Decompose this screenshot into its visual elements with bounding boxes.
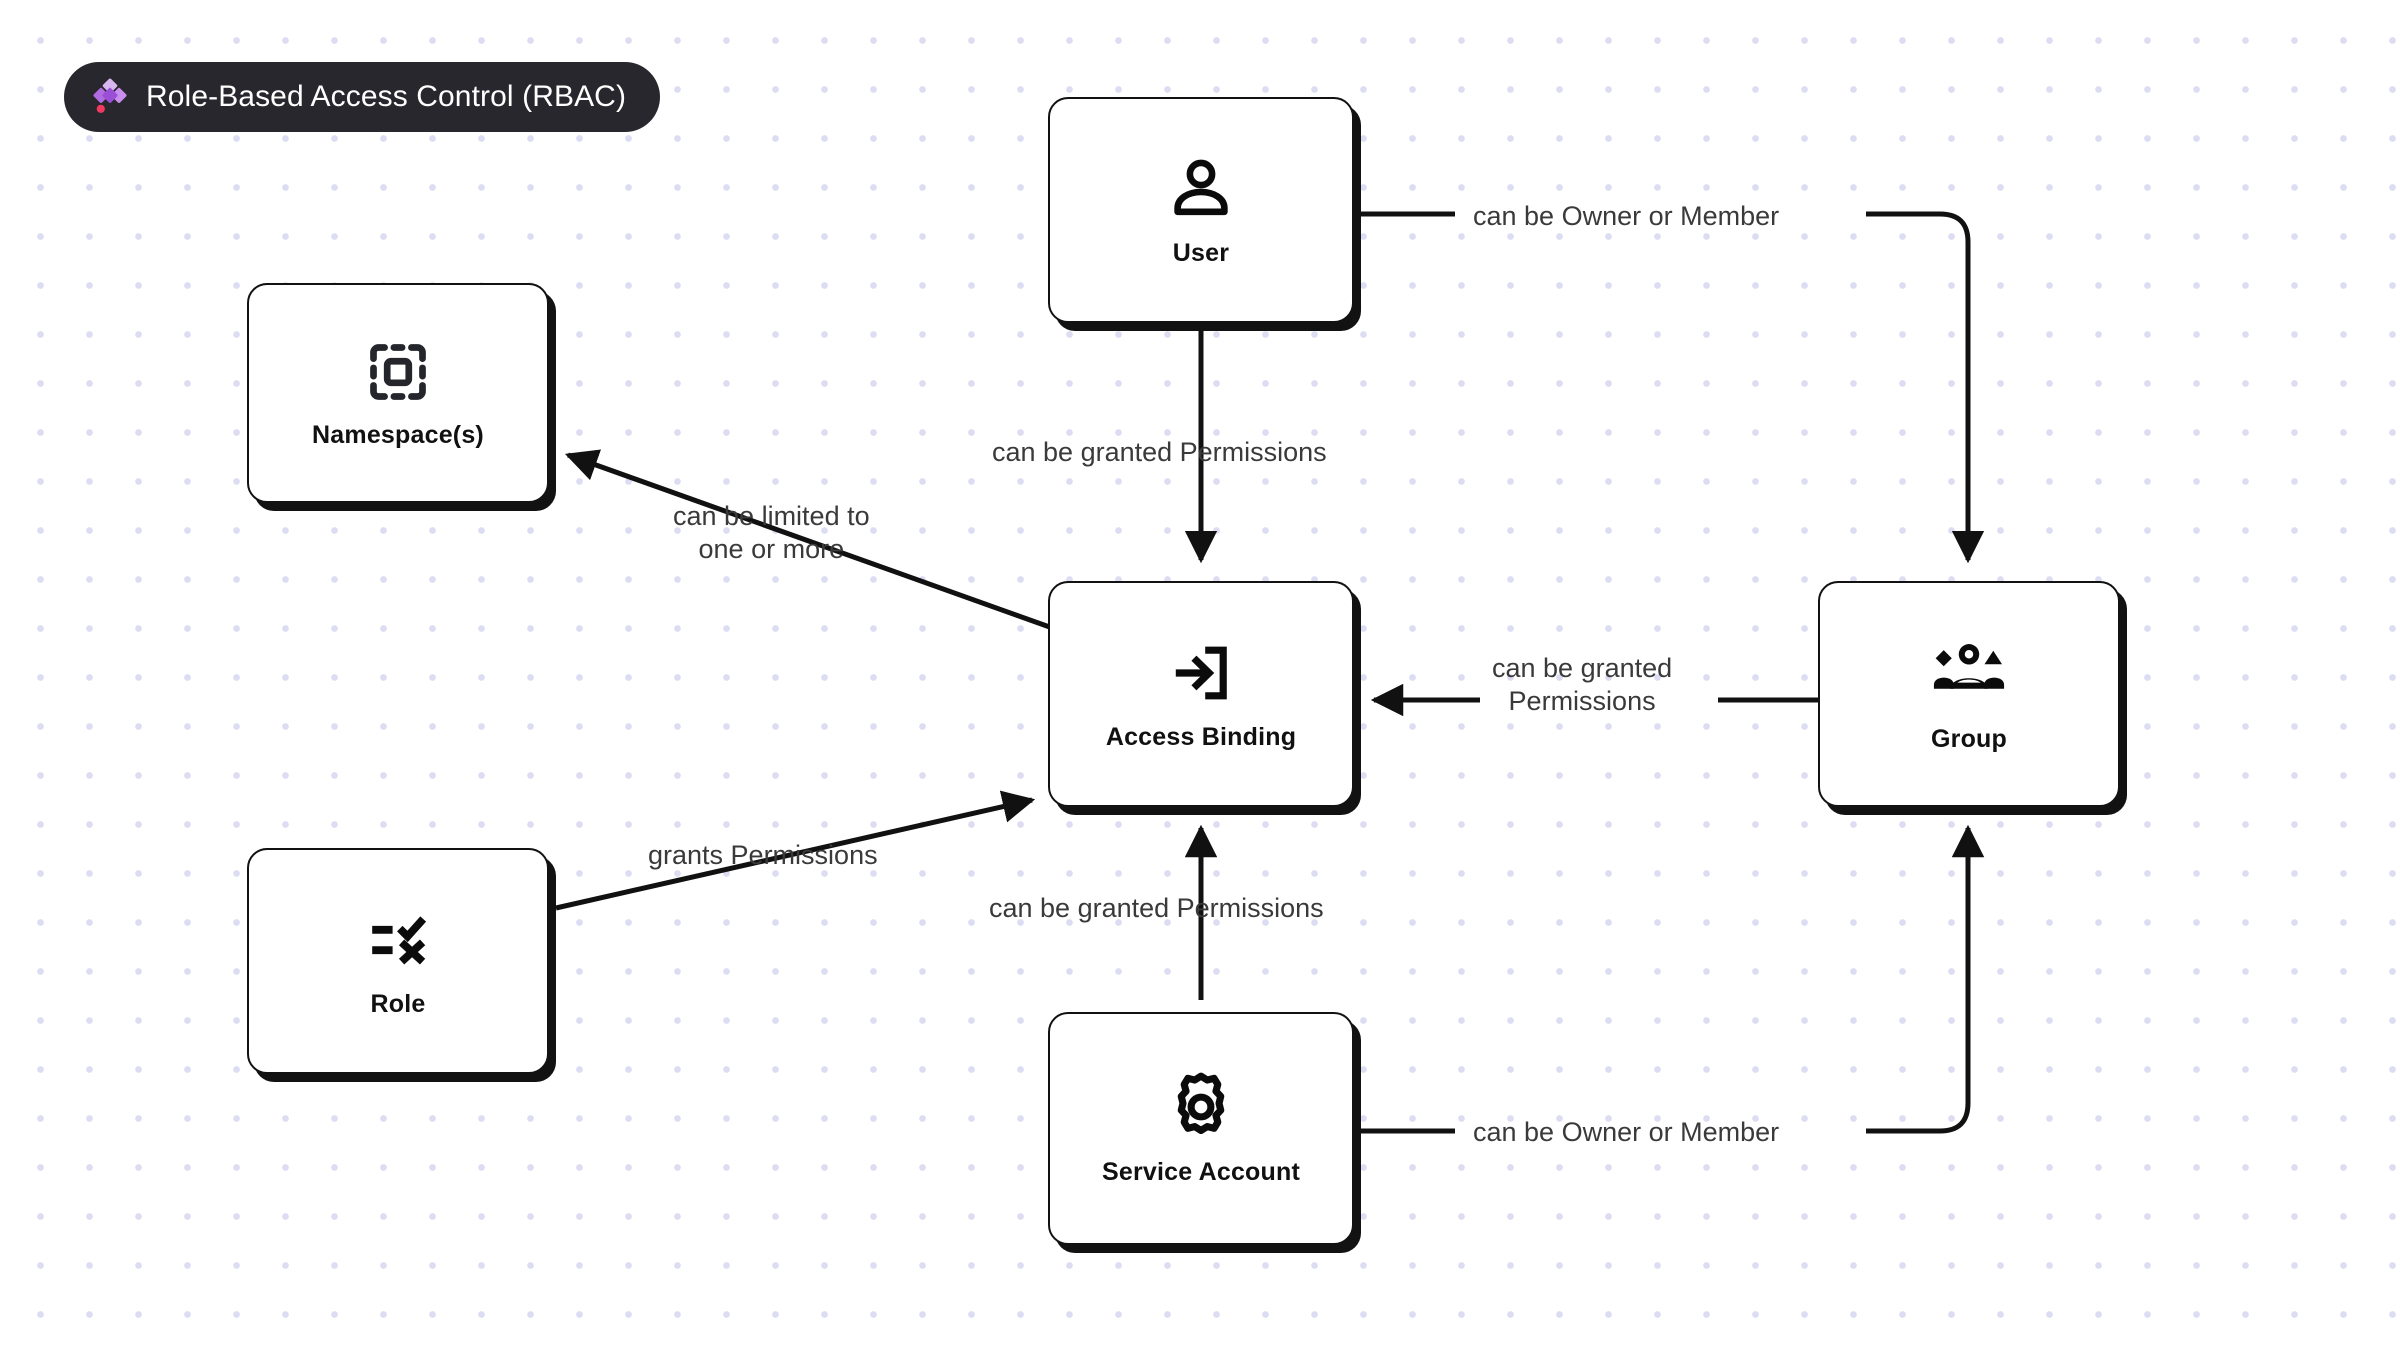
edge-label-line: can be granted Permissions [992,437,1327,467]
diamond-cluster-logo-icon [93,78,127,113]
list-check-x-icon [362,904,434,976]
node-access-binding[interactable]: Access Binding [1048,581,1354,807]
edge-label-group-access: can be granted Permissions [1492,652,1672,718]
node-user[interactable]: User [1048,97,1354,323]
node-group-label: Group [1931,724,2007,753]
person-icon [1165,153,1237,225]
edge-label-line: can be granted Permissions [989,893,1324,923]
gear-icon [1164,1070,1238,1144]
node-namespaces[interactable]: Namespace(s) [247,283,549,503]
edge-access-namespaces [564,449,1059,633]
title-badge: Role-Based Access Control (RBAC) [64,62,661,132]
edge-label-namespace-limit: can be limited to one or more [673,500,870,566]
edge-label-line: can be Owner or Member [1473,1117,1780,1147]
node-role-label: Role [370,989,426,1018]
namespace-scan-icon [363,337,433,407]
node-role[interactable]: Role [247,848,549,1074]
node-user-label: User [1172,238,1230,267]
edge-label-role-grants: grants Permissions [648,840,878,872]
edge-label-line: Permissions [1508,686,1656,717]
edge-user-group [1358,211,1968,560]
edge-service-group [1358,828,1968,1134]
login-arrow-icon [1165,637,1237,709]
edge-label-line: can be limited to [673,501,870,531]
node-access-binding-label: Access Binding [1105,722,1297,751]
edge-label-line: grants Permissions [648,840,878,870]
edge-label-service-access: can be granted Permissions [989,893,1324,925]
edge-role-access [555,790,1036,911]
edge-label-line: can be granted [1492,653,1673,683]
people-group-icon [1931,635,2007,711]
node-service-account[interactable]: Service Account [1048,1012,1354,1245]
edge-label-service-group: can be Owner or Member [1473,1117,1779,1149]
node-service-account-label: Service Account [1102,1158,1300,1186]
edge-label-user-group: can be Owner or Member [1473,201,1779,233]
edge-label-line: can be Owner or Member [1473,201,1780,231]
edge-label-line: one or more [698,534,845,565]
node-namespaces-label: Namespace(s) [312,420,484,449]
page-title: Role-Based Access Control (RBAC) [146,80,627,113]
edge-label-user-access: can be granted Permissions [992,437,1327,469]
node-group[interactable]: Group [1818,581,2120,807]
